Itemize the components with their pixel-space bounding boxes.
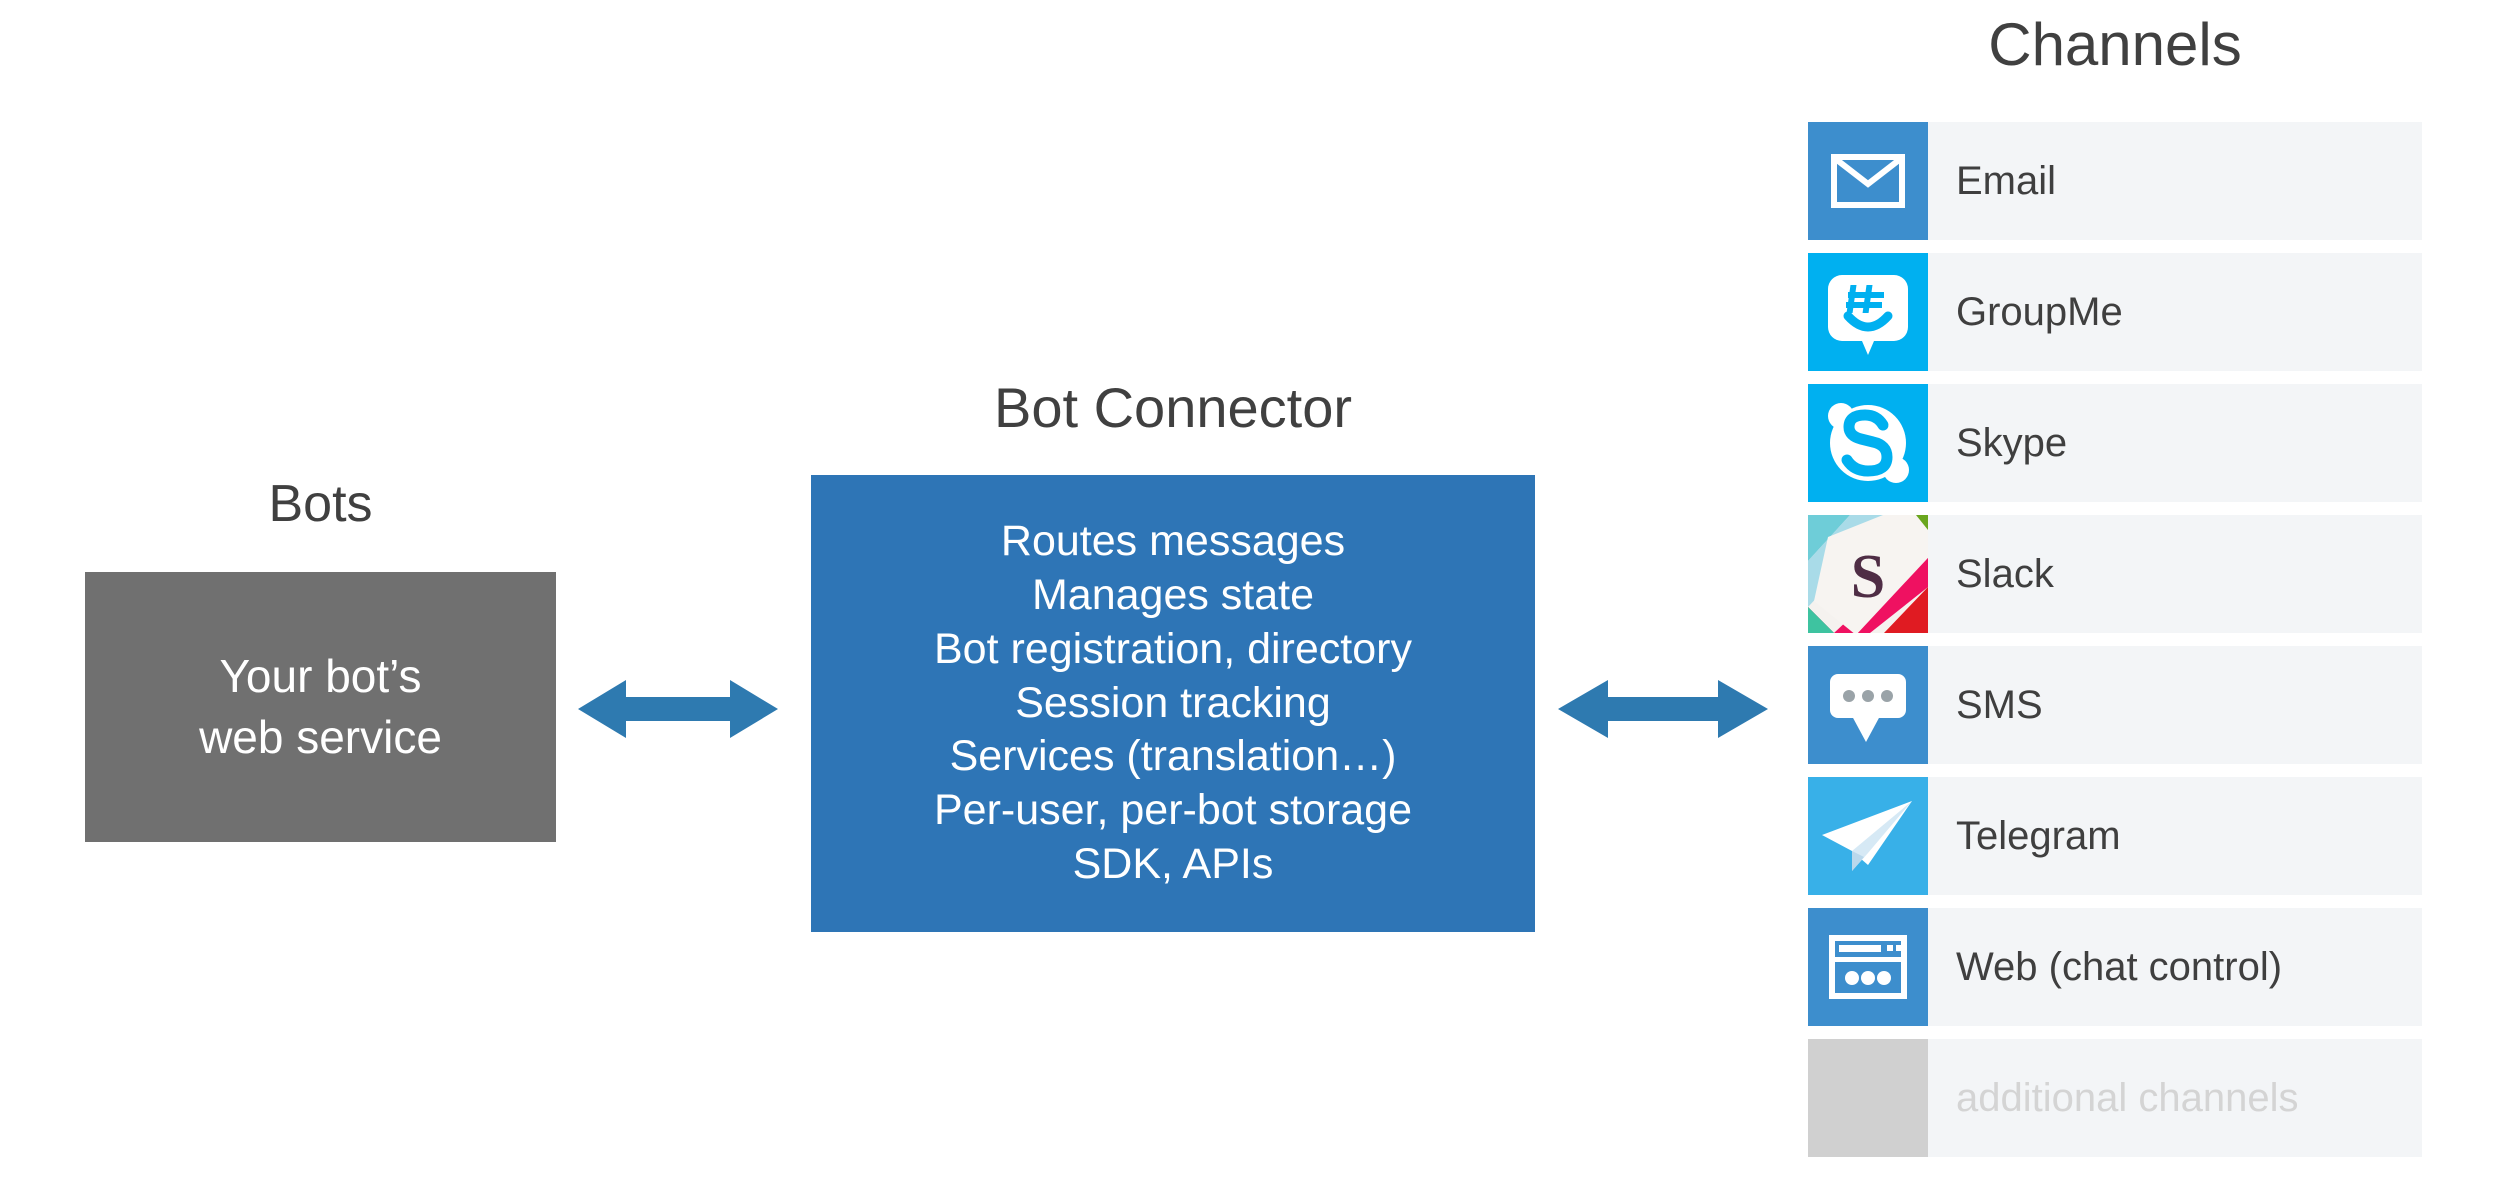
- connector-feature-6: Per-user, per-bot storage: [933, 786, 1413, 835]
- connector-feature-3: Bot registration, directory: [934, 624, 1412, 673]
- channel-label-email: Email: [1956, 158, 2057, 203]
- channel-row-skype[interactable]: Skype: [1808, 384, 2422, 502]
- channel-row-slack[interactable]: S Slack: [1808, 515, 2422, 633]
- channel-row-telegram[interactable]: Telegram: [1808, 777, 2422, 895]
- bots-box-line-1: Your bot’s: [219, 650, 422, 703]
- email-icon: [1808, 122, 1928, 240]
- channel-label-web-chat: Web (chat control): [1956, 944, 2283, 989]
- skype-icon: [1808, 384, 1928, 502]
- connector-feature-4: Session tracking: [1015, 678, 1331, 727]
- channels-title: Channels: [1988, 11, 2242, 78]
- channel-label-slack: Slack: [1956, 551, 2054, 596]
- double-headed-arrow-icon-right: [1558, 676, 1768, 742]
- connector-feature-1: Routes messages: [1000, 516, 1346, 565]
- double-headed-arrow-icon-left: [578, 676, 778, 742]
- sms-icon: [1808, 646, 1928, 764]
- web-chat-icon: [1808, 908, 1928, 1026]
- channels-list: Email GroupMe: [1808, 122, 2422, 1157]
- channel-row-sms[interactable]: SMS: [1808, 646, 2422, 764]
- blank-icon: [1808, 1039, 1928, 1157]
- bots-title: Bots: [268, 475, 373, 533]
- channel-row-email[interactable]: Email: [1808, 122, 2422, 240]
- channel-label-sms: SMS: [1956, 682, 2043, 727]
- channel-row-groupme[interactable]: GroupMe: [1808, 253, 2422, 371]
- groupme-icon: [1808, 253, 1928, 371]
- connector-feature-2: Manages state: [1031, 570, 1315, 619]
- slack-icon: S: [1808, 515, 1928, 633]
- channel-label-groupme: GroupMe: [1956, 289, 2123, 334]
- svg-text:S: S: [1851, 543, 1885, 611]
- bot-connector-box: Routes messages Manages state Bot regist…: [811, 475, 1535, 932]
- bots-web-service-box: Your bot’s web service: [85, 572, 556, 842]
- channel-label-skype: Skype: [1956, 420, 2068, 465]
- channel-label-additional: additional channels: [1956, 1075, 2299, 1120]
- connector-feature-7: SDK, APIs: [1072, 840, 1274, 889]
- bots-box-line-2: web service: [199, 711, 442, 763]
- telegram-icon: [1808, 777, 1928, 895]
- channel-row-additional: additional channels: [1808, 1039, 2422, 1157]
- channel-row-web-chat[interactable]: Web (chat control): [1808, 908, 2422, 1026]
- channel-label-telegram: Telegram: [1956, 813, 2121, 858]
- bot-connector-title: Bot Connector: [994, 376, 1352, 439]
- connector-feature-5: Services (translation…): [949, 732, 1397, 781]
